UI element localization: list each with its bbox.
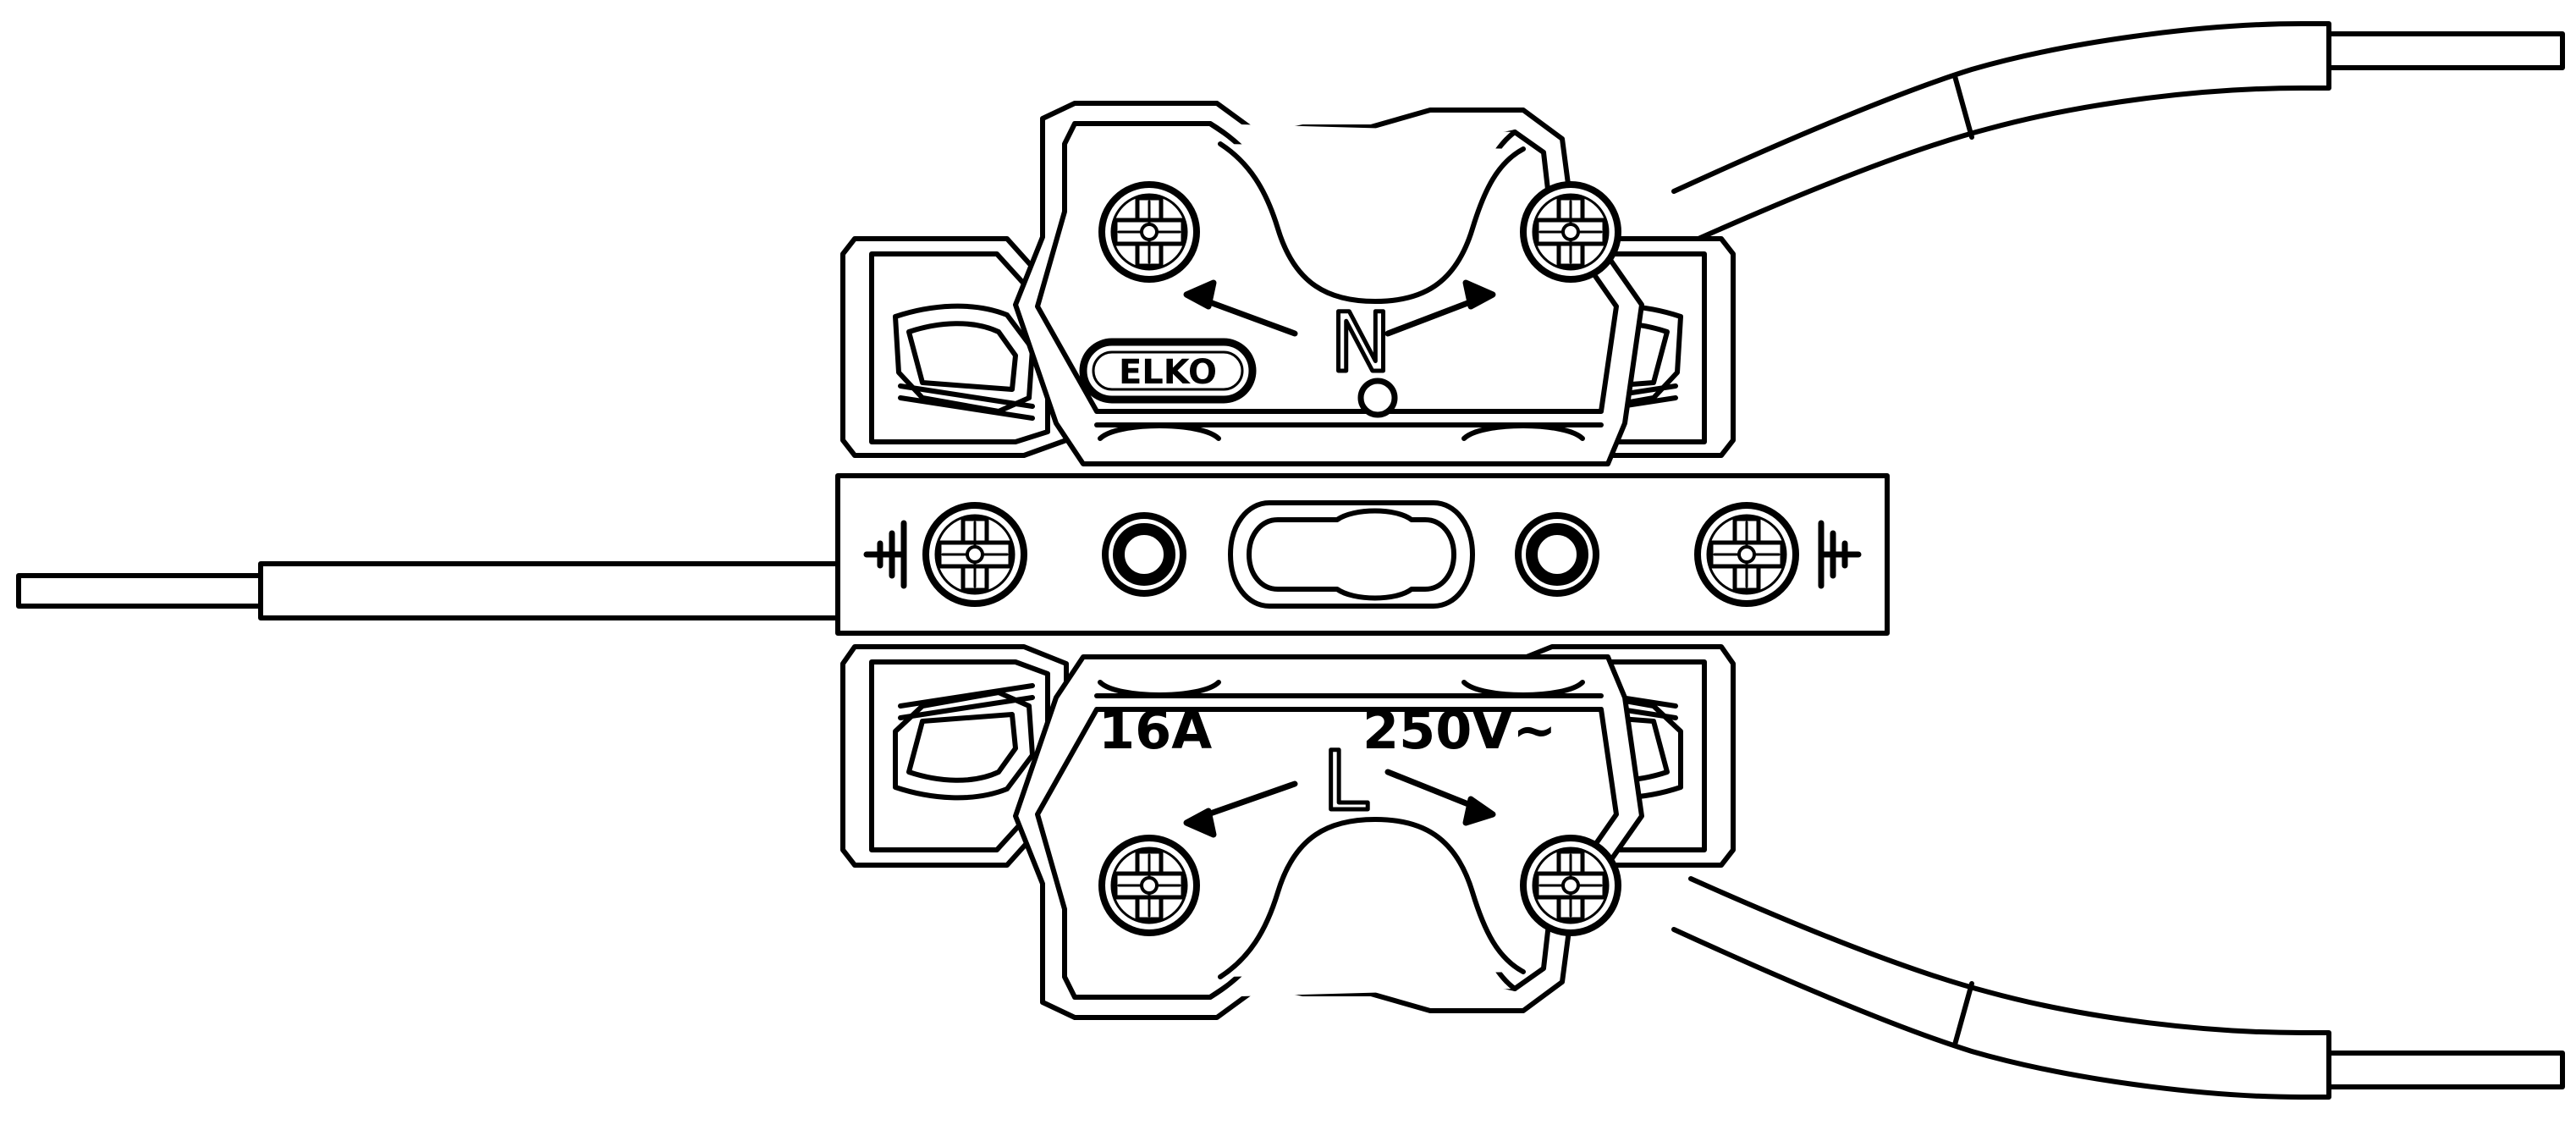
clamp-top-left xyxy=(840,236,1069,458)
arrow-icon xyxy=(1384,769,1496,826)
line-wire xyxy=(1671,876,2565,1100)
screw-terminals xyxy=(922,181,1799,936)
arrow-icon xyxy=(1183,780,1298,838)
screw-terminal-icon xyxy=(1098,181,1200,283)
screw-terminal-icon xyxy=(1098,835,1200,936)
arrow-icon xyxy=(1384,279,1496,337)
neutral-wire xyxy=(1671,21,2565,245)
elko-logo: ELKO xyxy=(1079,338,1257,404)
neutral-label: N xyxy=(1330,295,1391,390)
neutral-terminal-block xyxy=(1013,101,1644,466)
line-label: L xyxy=(1323,734,1368,829)
neutral-indicator-dot xyxy=(1357,378,1398,418)
screw-terminal-icon xyxy=(922,502,1027,607)
current-rating-label: 16A xyxy=(1098,699,1212,761)
arrow-icon xyxy=(1183,279,1298,337)
clamp-bottom-left xyxy=(840,644,1069,868)
voltage-rating-label: 250V~ xyxy=(1362,699,1556,761)
screw-terminal-icon xyxy=(1694,502,1799,607)
earth-ground-icon xyxy=(1818,520,1862,589)
earth-ground-icon xyxy=(863,520,907,589)
screw-terminal-icon xyxy=(1520,181,1621,283)
earth-wire xyxy=(16,561,840,620)
brand-label: ELKO xyxy=(1119,353,1217,392)
screw-terminal-icon xyxy=(1520,835,1621,936)
contact-hole-left xyxy=(1102,512,1186,597)
contact-hole-right xyxy=(1515,512,1599,597)
